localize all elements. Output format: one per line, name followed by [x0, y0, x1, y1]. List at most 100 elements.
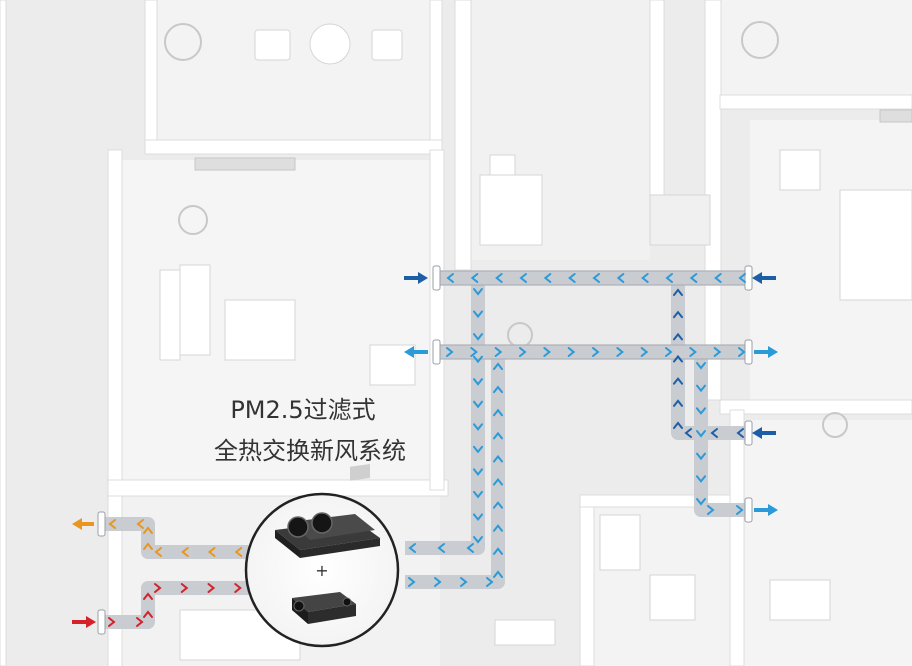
airflow-chevron-icon [519, 347, 527, 357]
arrow-in-right-icon [752, 427, 776, 439]
duct-right-return [671, 278, 748, 440]
airflow-chevron-icon [460, 577, 468, 587]
airflow-chevron-icon [473, 333, 483, 341]
airflow-chevron-icon [473, 468, 483, 476]
airflow-chevron-icon [408, 577, 416, 587]
system-title: PM2.5过滤式 全热交换新风系统 [214, 396, 406, 465]
title-line-1: PM2.5过滤式 [230, 396, 375, 424]
duct-end-caps [97, 265, 753, 635]
airflow-chevron-icon [696, 475, 706, 483]
airflow-chevron-icon [493, 385, 503, 394]
airflow-chevron-icon [473, 310, 483, 319]
duct-exhaust [105, 517, 275, 559]
airflow-chevron-icon [673, 332, 683, 341]
airflow-chevron-icon [710, 428, 718, 438]
airflow-chevron-icon [493, 547, 503, 555]
duct-supply-up [405, 352, 505, 589]
airflow-chevron-icon [143, 526, 153, 534]
airflow-chevron-icon [592, 273, 600, 283]
duct-edges [440, 270, 748, 360]
vent-arrows [72, 272, 778, 628]
airflow-chevron-icon [696, 384, 706, 393]
arrow-in-top-right-icon [752, 272, 776, 284]
airflow-chevron-icon [108, 519, 116, 529]
airflow-chevron-icon [234, 583, 242, 593]
airflow-chevron-icon [592, 347, 600, 357]
airflow-chevron-icon [493, 570, 503, 578]
airflow-chevron-icon [493, 408, 503, 417]
furniture [159, 23, 912, 661]
airflow-chevron-icon [641, 273, 649, 283]
airflow-chevron-icon [470, 273, 479, 283]
airflow-chevron-icon [408, 543, 416, 553]
airflow-chevron-icon [673, 399, 683, 407]
airflow-chevron-icon [673, 377, 683, 385]
airflow-chevron-icon [519, 273, 527, 283]
airflow-chevron-icon [568, 273, 576, 283]
airflow-chevron-icon [616, 347, 624, 357]
airflow-chevron-icon [234, 547, 243, 557]
airflow-chevron-icon [494, 347, 503, 357]
airflow-chevron-icon [473, 355, 483, 364]
room-balcony-top [720, 0, 912, 95]
airflow-chevron-icon [736, 505, 744, 515]
airflow-chevron-icon [207, 583, 216, 593]
airflow-chevron-icon [684, 428, 692, 438]
airflow-chevron-icon [207, 547, 216, 557]
airflow-chevron-icon [696, 430, 706, 438]
airflow-chevron-icon [696, 498, 706, 506]
airflow-chevron-icon [473, 378, 483, 386]
airflow-chevron-icon [473, 288, 483, 296]
airflow-chevron-icon [466, 543, 474, 553]
airflow-chevron-icon [689, 273, 698, 283]
airflow-chevron-icon [473, 490, 483, 499]
airflow-chevron-icon [486, 577, 494, 587]
airflow-chevron-icon [543, 347, 551, 357]
airflow-chevrons [108, 273, 746, 627]
airflow-chevron-icon [136, 519, 144, 529]
arrow-in-top-left-icon [404, 272, 428, 284]
airflow-chevron-icon [108, 617, 116, 627]
ventilator-unit-icon [275, 463, 380, 558]
airflow-chevron-icon [446, 273, 454, 283]
airflow-chevron-icon [738, 347, 746, 357]
airflow-chevron-icon [493, 524, 503, 532]
airflow-chevron-icon [180, 583, 189, 593]
airflow-chevron-icon [696, 407, 706, 415]
airflow-chevron-icon [665, 347, 673, 357]
airflow-chevron-icon [473, 445, 483, 454]
airflow-chevron-icon [493, 431, 503, 440]
airflow-chevron-icon [640, 347, 649, 357]
airflow-chevron-icon [446, 347, 454, 357]
airflow-chevron-icon [470, 347, 478, 357]
airflow-chevron-icon [673, 421, 683, 429]
airflow-chevron-icon [143, 610, 153, 618]
airflow-chevron-icon [616, 273, 625, 283]
airflow-chevron-icon [714, 273, 722, 283]
airflow-chevron-icon [143, 542, 153, 550]
room-lower-right [740, 420, 912, 666]
title-line-2: 全热交换新风系统 [214, 437, 406, 465]
pm25-filter-box-icon [292, 592, 356, 624]
airflow-chevron-icon [495, 273, 503, 283]
airflow-chevron-icon [493, 501, 503, 509]
equipment-lens: + [244, 463, 400, 648]
airflow-chevron-icon [713, 347, 722, 357]
plus-sign: + [315, 561, 328, 580]
airflow-chevron-icon [493, 477, 503, 486]
airflow-chevron-icon [154, 583, 162, 593]
airflow-chevron-icon [181, 547, 189, 557]
airflow-chevron-icon [689, 347, 697, 357]
ceiling-vents [194, 109, 912, 171]
airflow-chevron-icon [696, 362, 706, 370]
duct-return-down [405, 278, 485, 555]
airflow-chevron-icon [437, 543, 445, 553]
airflow-chevron-icon [143, 592, 153, 600]
airflow-chevron-icon [673, 310, 683, 319]
airflow-chevron-icon [473, 400, 483, 409]
airflow-chevron-icon [473, 536, 483, 544]
